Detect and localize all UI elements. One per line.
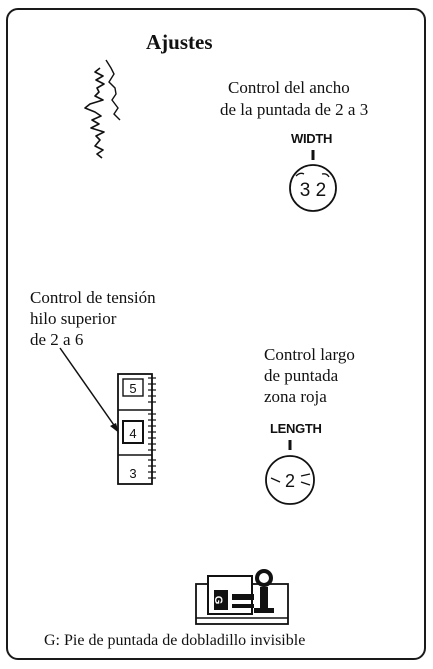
length-dial-label: LENGTH bbox=[270, 421, 322, 436]
tension-tick-4: 4 bbox=[129, 426, 136, 441]
tension-dial-icon: 5 4 3 bbox=[117, 373, 156, 485]
tension-caption-line2: hilo superior bbox=[30, 309, 117, 328]
tension-tick-3: 3 bbox=[129, 466, 136, 481]
tension-caption-line3: de 2 a 6 bbox=[30, 330, 84, 349]
figure-frame bbox=[6, 8, 426, 660]
tension-pointer-arrow bbox=[59, 347, 119, 433]
length-dial-value: 2 bbox=[285, 471, 295, 491]
tension-tick-5: 5 bbox=[129, 381, 136, 396]
length-caption-line3: zona roja bbox=[264, 387, 327, 406]
width-dial-value: 3 2 bbox=[300, 180, 326, 201]
width-dial-icon: 3 2 bbox=[289, 150, 337, 212]
presser-foot-icon: G bbox=[195, 569, 289, 625]
zigzag-stitch-icon bbox=[84, 67, 105, 159]
presser-foot-letter: G bbox=[212, 596, 224, 605]
width-caption-line1: Control del ancho bbox=[228, 78, 350, 97]
width-dial-label: WIDTH bbox=[291, 131, 333, 146]
width-caption-line2: de la puntada de 2 a 3 bbox=[220, 100, 369, 119]
length-caption-line1: Control largo bbox=[264, 345, 355, 364]
tension-caption-line1: Control de tensión bbox=[30, 288, 156, 307]
length-dial-icon: 2 bbox=[265, 440, 315, 505]
length-caption-line2: de puntada bbox=[264, 366, 339, 385]
presser-foot-caption: G: Pie de puntada de dobladillo invisibl… bbox=[44, 632, 306, 649]
page-title: Ajustes bbox=[146, 30, 213, 54]
